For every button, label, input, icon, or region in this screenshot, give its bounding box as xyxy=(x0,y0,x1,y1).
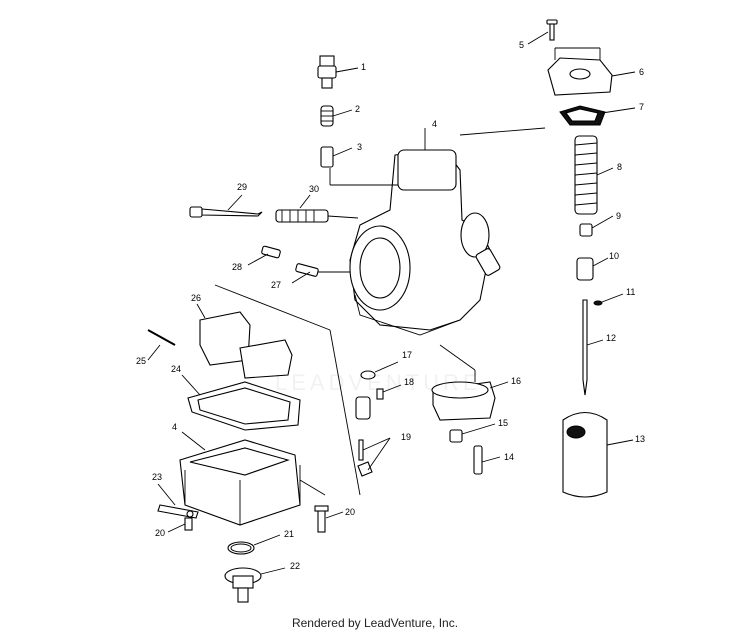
part-needle-holder xyxy=(576,257,609,281)
part-drain-o-ring xyxy=(227,534,281,555)
credit-footer: Rendered by LeadVenture, Inc. xyxy=(291,616,459,630)
part-spring-small xyxy=(320,105,353,127)
part-float-assembly xyxy=(431,344,509,421)
part-pilot-screw xyxy=(291,263,350,284)
callout-10: 10 xyxy=(609,251,619,261)
part-bracket-arm xyxy=(157,483,199,519)
callout-6: 6 xyxy=(639,67,644,77)
callout-16: 16 xyxy=(511,376,521,386)
callout-30: 30 xyxy=(309,184,319,194)
part-float-pin xyxy=(147,329,176,361)
callout-11: 11 xyxy=(626,287,635,297)
callout-8: 8 xyxy=(617,162,622,172)
part-pilot-jet xyxy=(473,445,501,475)
part-carburetor-body xyxy=(329,127,546,336)
callout-labels: 1 2 3 4 4 5 6 7 8 9 10 11 12 13 14 15 16… xyxy=(136,40,645,571)
part-float xyxy=(196,284,361,496)
part-jet-sleeve xyxy=(355,396,371,420)
callout-25: 25 xyxy=(136,356,146,366)
part-screw-top xyxy=(527,19,558,45)
callout-27: 27 xyxy=(271,280,281,290)
part-inlet-fitting xyxy=(317,55,359,89)
part-screw-small xyxy=(376,384,402,400)
part-drain-screw xyxy=(314,505,344,533)
callout-3: 3 xyxy=(357,142,362,152)
part-throttle-valve xyxy=(562,411,634,498)
part-bowl-gasket xyxy=(181,374,301,431)
callout-4-bowl: 4 xyxy=(172,422,177,432)
callout-14: 14 xyxy=(504,452,514,462)
callout-26: 26 xyxy=(191,293,201,303)
callout-28: 28 xyxy=(232,262,242,272)
part-e-clip xyxy=(593,293,624,306)
callout-15: 15 xyxy=(498,418,508,428)
callout-24: 24 xyxy=(171,364,181,374)
part-o-ring-small xyxy=(360,361,399,380)
callout-22: 22 xyxy=(290,561,300,571)
part-float-bowl xyxy=(179,431,326,526)
part-cap-gasket xyxy=(559,105,636,126)
watermark: LEADVENTURE xyxy=(275,370,482,395)
callout-20-left: 20 xyxy=(155,528,165,538)
part-main-jet xyxy=(449,423,496,443)
part-drain-plug xyxy=(224,567,286,603)
part-spring-seat xyxy=(579,215,614,237)
callout-21: 21 xyxy=(284,529,294,539)
callout-2: 2 xyxy=(355,104,360,114)
callout-5: 5 xyxy=(519,40,524,50)
part-jet-holder xyxy=(320,146,353,168)
part-idle-spring xyxy=(275,194,359,223)
callout-19: 19 xyxy=(401,432,411,442)
callout-29: 29 xyxy=(237,182,247,192)
callout-17: 17 xyxy=(402,350,412,360)
part-idle-screw xyxy=(189,194,263,218)
part-top-cap xyxy=(547,47,636,96)
callout-23: 23 xyxy=(152,472,162,482)
part-throttle-spring xyxy=(574,135,614,215)
part-jet-needle xyxy=(582,299,604,396)
callout-4-body: 4 xyxy=(432,119,437,129)
callout-9: 9 xyxy=(616,211,621,221)
callout-12: 12 xyxy=(606,333,616,343)
callout-1: 1 xyxy=(361,62,366,72)
callout-20-right: 20 xyxy=(345,507,355,517)
callout-18: 18 xyxy=(404,377,414,387)
callout-7: 7 xyxy=(639,102,644,112)
part-air-screw xyxy=(247,245,281,266)
callout-13: 13 xyxy=(635,434,645,444)
part-float-pin-set xyxy=(357,437,391,477)
part-screw-bowl xyxy=(167,517,193,533)
